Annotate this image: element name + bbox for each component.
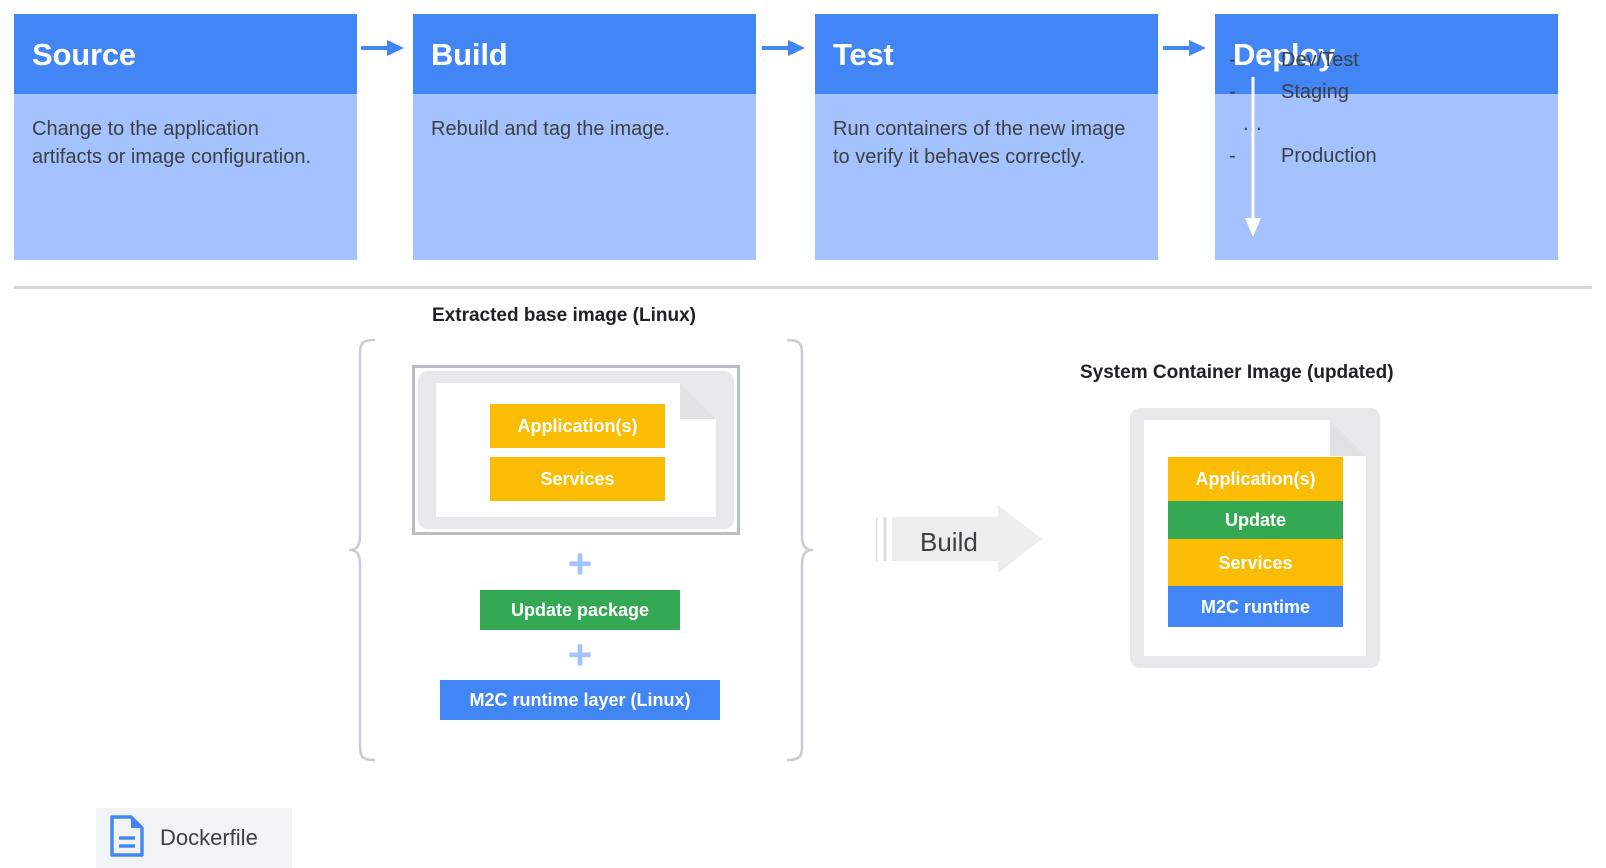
arrow-right-icon	[762, 37, 806, 59]
layer-application: Application(s)	[490, 404, 665, 448]
arrow-right-icon	[361, 37, 405, 59]
dockerfile-chip[interactable]: Dockerfile	[96, 808, 292, 868]
arrow-right-icon	[1163, 37, 1207, 59]
plus-icon: +	[567, 540, 593, 587]
pipeline-card-deploy[interactable]: Deploy - Dev/Test - Staging ...	[1215, 14, 1558, 260]
section-divider	[14, 286, 1592, 289]
plus-icon: +	[567, 631, 593, 678]
pipeline-card-test-text: Run containers of the new image to verif…	[833, 118, 1126, 168]
pipeline-card-source[interactable]: Source Change to the application artifac…	[14, 14, 357, 260]
list-item-marker: -	[1229, 145, 1236, 167]
dockerfile-label: Dockerfile	[160, 825, 258, 850]
layer-services: Services	[490, 457, 665, 501]
extracted-base-image-doc: Application(s) Services	[412, 365, 740, 535]
pipeline-card-build-header: Build	[413, 14, 756, 94]
list-item-label: Staging	[1281, 81, 1349, 103]
layer-update-package: Update package	[480, 590, 680, 630]
pipeline-card-build-text: Rebuild and tag the image.	[431, 118, 671, 140]
build-arrow[interactable]: Build	[874, 505, 1042, 573]
curly-brace-right-icon	[786, 338, 814, 767]
list-item-marker: -	[1229, 81, 1236, 103]
pipeline-card-deploy-body: - Dev/Test - Staging ... - Production	[1215, 50, 1558, 260]
layer-services: Services	[1168, 539, 1343, 586]
pipeline-card-build-title: Build	[431, 36, 508, 72]
pipeline-card-source-header: Source	[14, 14, 357, 94]
pipeline-card-source-body: Change to the application artifacts or i…	[14, 94, 357, 260]
pipeline-card-build[interactable]: Build Rebuild and tag the image.	[413, 14, 756, 260]
source-caption: Extracted base image (Linux)	[432, 305, 696, 326]
system-container-image-doc: Application(s) Update Services M2C runti…	[1130, 408, 1380, 668]
list-item-label: Production	[1281, 145, 1377, 167]
build-arrow-label: Build	[920, 527, 978, 557]
result-caption: System Container Image (updated)	[1080, 362, 1394, 383]
pipeline-card-deploy-title: Deploy	[1233, 36, 1336, 72]
layer-m2c-runtime: M2C runtime layer (Linux)	[440, 680, 720, 720]
layer-application: Application(s)	[1168, 457, 1343, 501]
deploy-stage-list: - Dev/Test - Staging ... - Production	[1215, 50, 1558, 260]
layer-m2c-runtime: M2C runtime	[1168, 586, 1343, 627]
arrow-right-block-icon	[874, 505, 1042, 573]
pipeline-row: Source Change to the application artifac…	[0, 0, 1606, 288]
list-item: - Production	[1229, 146, 1377, 166]
build-diagram: Extracted base image (Linux) System Cont…	[0, 290, 1606, 868]
pipeline-card-test-title: Test	[833, 36, 894, 72]
curly-brace-left-icon	[348, 338, 376, 767]
pipeline-card-build-body: Rebuild and tag the image.	[413, 94, 756, 260]
list-item-marker: -	[1229, 49, 1236, 71]
pipeline-card-test[interactable]: Test Run containers of the new image to …	[815, 14, 1158, 260]
layer-update: Update	[1168, 501, 1343, 539]
list-item: - Staging	[1229, 82, 1349, 102]
pipeline-card-deploy-header: Deploy	[1215, 14, 1558, 94]
pipeline-card-test-header: Test	[815, 14, 1158, 94]
pipeline-card-source-text: Change to the application artifacts or i…	[32, 118, 312, 168]
list-item: - Dev/Test	[1229, 50, 1359, 70]
list-item-label: Dev/Test	[1281, 49, 1359, 71]
pipeline-card-test-body: Run containers of the new image to verif…	[815, 94, 1158, 260]
pipeline-card-source-title: Source	[32, 36, 136, 72]
arrow-down-icon	[1240, 77, 1266, 244]
